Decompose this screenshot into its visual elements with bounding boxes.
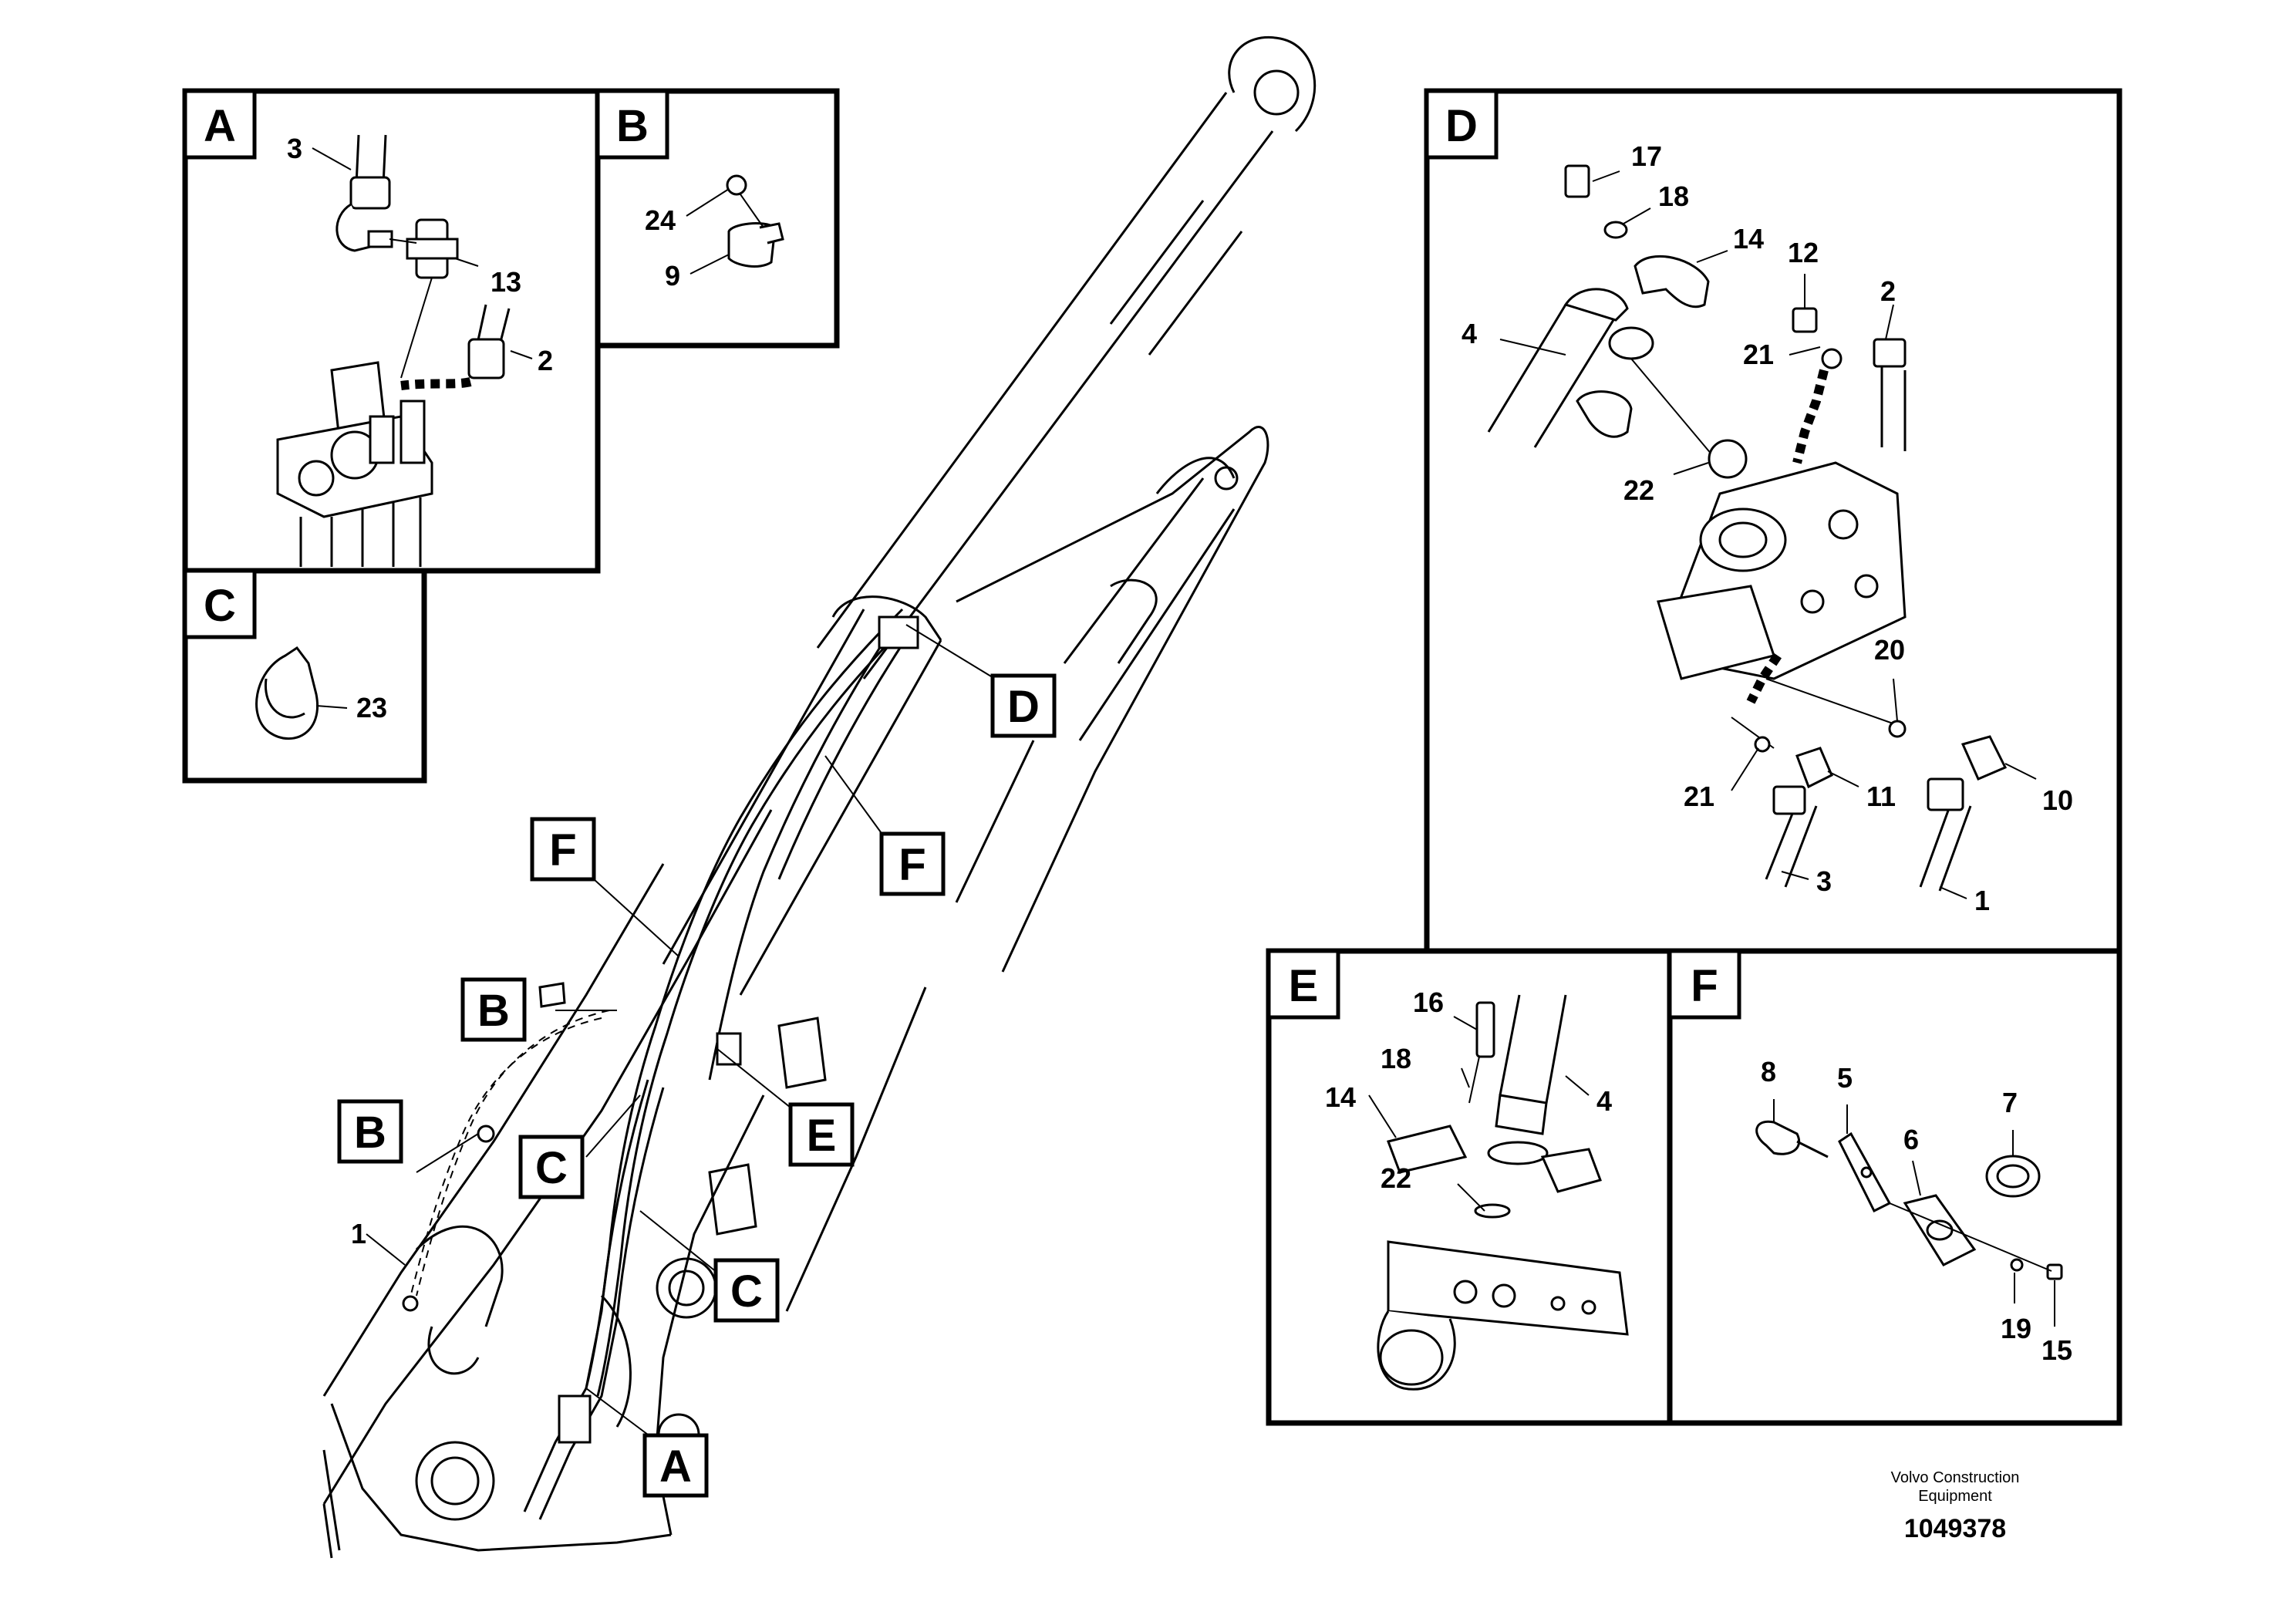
callout-label: B xyxy=(354,1108,386,1158)
part-number-20-panel-D: 20 xyxy=(1874,634,1905,666)
callout-A-main[interactable]: A xyxy=(642,1433,709,1498)
part-number-22-panel-E: 22 xyxy=(1381,1162,1411,1194)
part-number-8-panel-F: 8 xyxy=(1761,1056,1776,1088)
panel-F: F 8 5 7 6 19 15 xyxy=(1667,948,2122,1426)
callout-label: D xyxy=(1007,682,1040,732)
panel-A-label: A xyxy=(204,101,236,151)
callout-C-main-lower[interactable]: C xyxy=(713,1258,780,1323)
part-number-9-panel-B: 9 xyxy=(665,260,680,292)
part-number-17-panel-D: 17 xyxy=(1631,140,1662,172)
panel-E: E 16 18 14 4 22 xyxy=(1266,948,1673,1426)
panel-B-label: B xyxy=(616,101,649,151)
callout-D-main[interactable]: D xyxy=(990,673,1057,738)
callout-label: F xyxy=(899,840,925,890)
part-number-14-panel-E: 14 xyxy=(1325,1081,1356,1113)
part-number-3-panel-D: 3 xyxy=(1816,865,1832,897)
part-number-4-panel-D: 4 xyxy=(1462,318,1477,349)
callout-C-main-upper[interactable]: C xyxy=(518,1135,585,1199)
part-number-19-panel-F: 19 xyxy=(2001,1313,2031,1344)
part-number-18-panel-D: 18 xyxy=(1658,180,1689,212)
part-number-21-panel-D-upper: 21 xyxy=(1743,339,1774,370)
part-number-22-panel-D: 22 xyxy=(1623,474,1654,506)
part-number-15-panel-F: 15 xyxy=(2041,1334,2072,1366)
part-number-21-panel-D-lower: 21 xyxy=(1684,781,1714,812)
panel-D: D xyxy=(1424,88,2122,954)
part-number-12-panel-D: 12 xyxy=(1788,237,1819,268)
part-number-16-panel-E: 16 xyxy=(1413,986,1444,1018)
callout-F-main-right[interactable]: F xyxy=(879,831,946,896)
part-number-18-panel-E: 18 xyxy=(1381,1043,1411,1074)
part-number-23-panel-C: 23 xyxy=(356,692,387,723)
callout-label: E xyxy=(807,1111,837,1161)
part-number-1-panel-D: 1 xyxy=(1974,885,1990,916)
company-name-line1: Volvo Construction xyxy=(1891,1469,2020,1486)
callout-label: A xyxy=(659,1442,692,1492)
panel-B: B 24 9 xyxy=(595,88,840,349)
callout-label: F xyxy=(549,825,576,875)
panel-D-label: D xyxy=(1445,101,1478,151)
part-number-3-panel-A: 3 xyxy=(287,133,302,164)
callout-B-main-lower[interactable]: B xyxy=(337,1099,403,1164)
boom-illustration xyxy=(322,36,1317,1559)
part-number-6-panel-F: 6 xyxy=(1903,1124,1919,1155)
panel-C-label: C xyxy=(204,581,236,631)
callout-F-main-left[interactable]: F xyxy=(530,817,596,882)
part-number-14-panel-D: 14 xyxy=(1733,223,1764,255)
part-number-2-panel-D: 2 xyxy=(1880,275,1896,307)
callout-E-main[interactable]: E xyxy=(788,1102,855,1167)
panel-C: C 23 xyxy=(182,568,427,784)
part-number-7-panel-F: 7 xyxy=(2002,1087,2018,1118)
panel-F-label: F xyxy=(1691,961,1718,1011)
panel-A: A 3 13 2 xyxy=(182,88,601,574)
part-number-4-panel-E: 4 xyxy=(1596,1085,1612,1117)
drawing-number: 1049378 xyxy=(1904,1514,2006,1543)
part-number-5-panel-F: 5 xyxy=(1837,1062,1853,1094)
part-number-2-panel-A: 2 xyxy=(538,345,553,376)
callout-label: C xyxy=(535,1143,568,1193)
footer: Volvo Construction Equipment 1049378 xyxy=(1891,1469,2020,1543)
callout-label: C xyxy=(730,1266,763,1317)
part-number-24-panel-B: 24 xyxy=(645,204,676,236)
callout-B-main-upper[interactable]: B xyxy=(460,977,527,1042)
part-number-1-main: 1 xyxy=(351,1218,366,1249)
company-name-line2: Equipment xyxy=(1918,1488,1992,1505)
part-number-11-panel-D: 11 xyxy=(1866,781,1896,812)
callout-label: B xyxy=(477,986,510,1036)
part-number-13-panel-A: 13 xyxy=(491,266,521,298)
panel-E-label: E xyxy=(1289,961,1319,1011)
part-number-10-panel-D: 10 xyxy=(2042,784,2073,816)
